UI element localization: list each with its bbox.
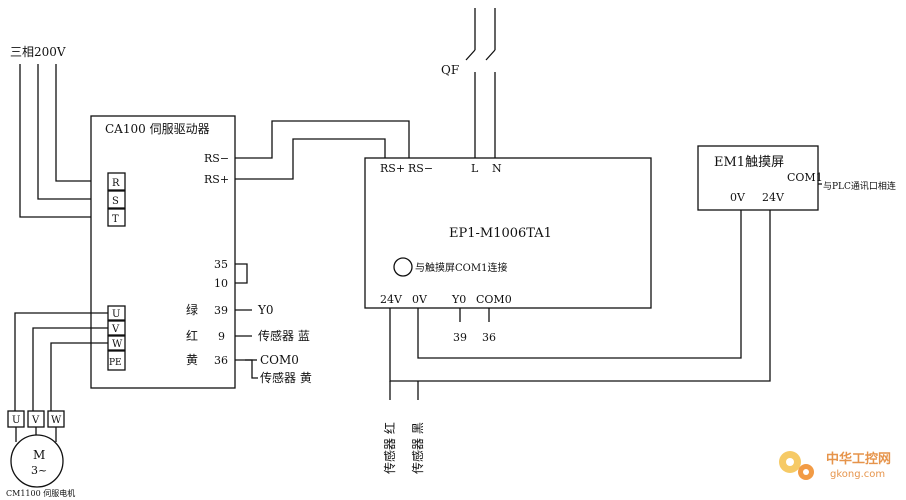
motor-m: M bbox=[33, 448, 45, 462]
motor-phase: 3~ bbox=[31, 464, 47, 477]
terminal-t: T bbox=[112, 214, 119, 225]
motor-terminal-u: U bbox=[12, 415, 20, 426]
rs485-link-wires bbox=[235, 120, 410, 180]
sensor-lead-red: 传感器 红 bbox=[382, 422, 397, 474]
touchscreen-pin-24v: 24V bbox=[762, 191, 785, 204]
jumper-35-10 bbox=[235, 263, 248, 284]
driver-rs-plus: RS+ bbox=[204, 173, 229, 186]
plc-y0-com0-leads bbox=[459, 308, 490, 322]
plc-num-36: 36 bbox=[482, 331, 496, 344]
driver-pin-9: 9 bbox=[218, 330, 225, 343]
signal-y0: Y0 bbox=[257, 303, 274, 317]
power-wires bbox=[389, 210, 771, 382]
driver-rs-minus: RS− bbox=[204, 152, 229, 165]
motor-label: CM1100 伺服电机 bbox=[6, 488, 75, 498]
plc-pin-0v: 0V bbox=[412, 293, 428, 306]
breaker-qf bbox=[465, 8, 496, 158]
terminal-r: R bbox=[112, 178, 120, 189]
plc-pin-y0: Y0 bbox=[451, 293, 466, 306]
servo-driver-title: CA100 伺服驱动器 bbox=[105, 122, 210, 136]
breaker-label: QF bbox=[441, 63, 459, 77]
plc-rs-minus: RS− bbox=[408, 162, 433, 175]
terminal-v: V bbox=[111, 324, 120, 335]
motor-symbol bbox=[10, 434, 64, 488]
touchscreen-title: EM1触摸屏 bbox=[714, 155, 784, 170]
sensor-lead-wires bbox=[389, 381, 419, 400]
touchscreen-note: 与PLC通讯口相连 bbox=[823, 180, 896, 192]
plc-model: EP1-M1006TA1 bbox=[449, 226, 552, 241]
terminal-pe: PE bbox=[109, 358, 122, 368]
plc-num-39: 39 bbox=[453, 331, 467, 344]
plc-l: L bbox=[471, 162, 479, 175]
plc-com-port bbox=[393, 257, 413, 277]
sensor-lead-black: 传感器 黑 bbox=[410, 422, 425, 474]
plc-pin-24v: 24V bbox=[380, 293, 403, 306]
driver-pin-10: 10 bbox=[214, 277, 228, 290]
wire-color-green: 绿 bbox=[186, 302, 198, 317]
wire-color-red: 红 bbox=[186, 328, 198, 343]
signal-sensor-blue: 传感器 蓝 bbox=[258, 328, 310, 343]
terminal-w: W bbox=[112, 339, 123, 350]
plc-rs-plus: RS+ bbox=[380, 162, 405, 175]
watermark-brand: 中华工控网 bbox=[826, 451, 891, 467]
plc-pin-com0: COM0 bbox=[476, 293, 512, 306]
driver-pin-39: 39 bbox=[214, 304, 228, 317]
terminal-u: U bbox=[112, 309, 120, 320]
signal-com0: COM0 bbox=[260, 353, 299, 367]
input-terminal-block bbox=[107, 172, 126, 227]
output-terminal-block bbox=[107, 305, 126, 371]
terminal-s: S bbox=[112, 196, 119, 207]
plc-port-note: 与触摸屏COM1连接 bbox=[415, 261, 507, 274]
motor-wires bbox=[14, 312, 108, 411]
driver-pin-35: 35 bbox=[214, 258, 228, 271]
watermark-url: gkong.com bbox=[830, 469, 885, 480]
motor-terminal-w: W bbox=[51, 415, 62, 426]
motor-terminal-v: V bbox=[31, 415, 40, 426]
plc-box bbox=[364, 157, 652, 309]
plc-n: N bbox=[492, 162, 502, 175]
wire-color-yellow: 黄 bbox=[186, 353, 198, 367]
touchscreen-com1: COM1 bbox=[787, 171, 823, 184]
touchscreen-pin-0v: 0V bbox=[730, 191, 746, 204]
supply-label: 三相200V bbox=[10, 45, 66, 59]
watermark-logo: 中华工控网 gkong.com bbox=[779, 451, 891, 480]
signal-sensor-yellow: 传感器 黄 bbox=[260, 370, 312, 385]
driver-pin-36: 36 bbox=[214, 354, 228, 367]
motor-terminal-block bbox=[7, 410, 65, 428]
touchscreen-box bbox=[697, 145, 819, 211]
